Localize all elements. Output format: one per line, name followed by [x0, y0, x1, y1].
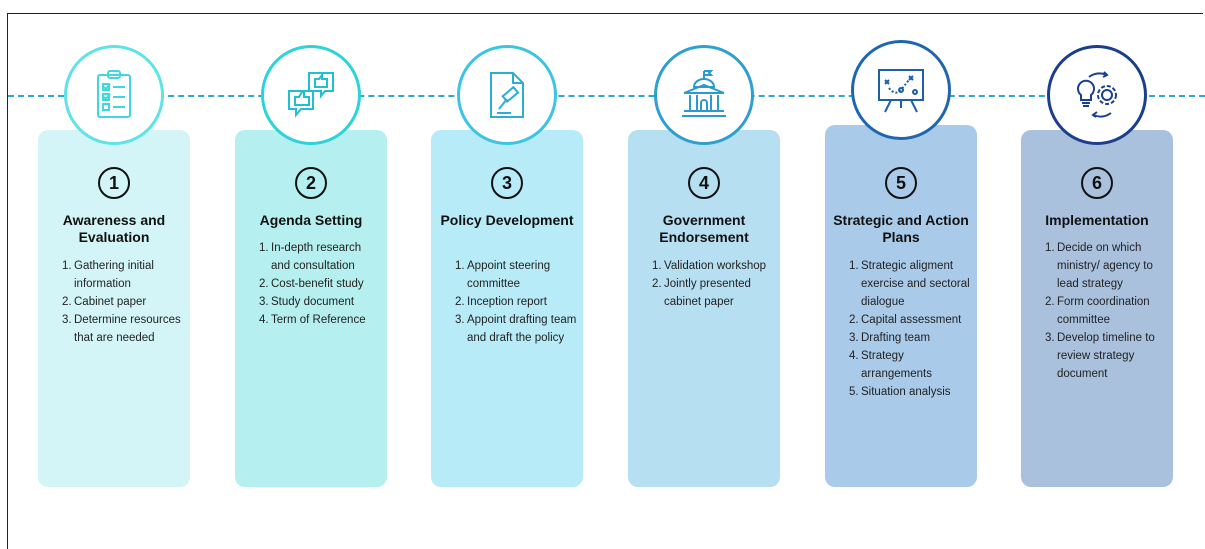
step-number: 6 — [1081, 167, 1113, 199]
strategy-board-icon — [878, 69, 924, 113]
step-items: 1.Decide on which ministry/ agency to le… — [1045, 239, 1167, 383]
step-icon-circle — [457, 45, 557, 145]
list-item: 1.Strategic aligment exercise and sector… — [849, 260, 970, 308]
step-title: Implementation — [1045, 212, 1149, 228]
document-gavel-icon — [490, 72, 524, 118]
step-items: 1.Appoint steering committee 2.Inception… — [455, 257, 577, 347]
list-item: 3.Drafting team — [849, 332, 931, 344]
diagram-frame — [7, 13, 1203, 549]
step-icon-circle — [851, 40, 951, 140]
feedback-thumbs-icon — [288, 72, 334, 118]
step-number: 1 — [98, 167, 130, 199]
list-item: 1.Appoint steering committee — [455, 260, 551, 290]
list-item: 3.Study document — [259, 296, 355, 308]
list-item: 3.Develop timeline to review strategy do… — [1045, 332, 1155, 380]
list-item: 2.Capital assessment — [849, 314, 962, 326]
step-title: Policy Development — [440, 212, 574, 228]
step-icon-circle — [64, 45, 164, 145]
list-item: 2.Inception report — [455, 296, 547, 308]
list-item: 4.Strategy arrangements — [849, 350, 932, 380]
government-building-icon — [682, 70, 726, 117]
dashed-timeline — [8, 95, 1205, 97]
list-item: 3.Determine resources that are needed — [62, 314, 181, 344]
list-item: 2.Jointly presented cabinet paper — [652, 278, 751, 308]
step-number: 3 — [491, 167, 523, 199]
step-icon-circle — [654, 45, 754, 145]
list-item: 1.Decide on which ministry/ agency to le… — [1045, 242, 1153, 290]
step-number: 2 — [295, 167, 327, 199]
list-item: 2.Cost-benefit study — [259, 278, 364, 290]
list-item: 5.Situation analysis — [849, 386, 951, 398]
list-item: 3.Appoint drafting team and draft the po… — [455, 314, 577, 344]
step-icon-circle — [1047, 45, 1147, 145]
list-item: 2.Cabinet paper — [62, 296, 147, 308]
step-title: Agenda Setting — [259, 212, 363, 228]
list-item: 1.In-depth research and consultation — [259, 242, 362, 272]
list-item: 1.Gathering initial information — [62, 260, 154, 290]
list-item: 2.Form coordination committee — [1045, 296, 1150, 326]
step-icon-circle — [261, 45, 361, 145]
list-item: 4.Term of Reference — [259, 314, 366, 326]
step-items: 1.Validation workshop 2.Jointly presente… — [652, 257, 774, 311]
step-title: Government Endorsement — [659, 212, 749, 245]
step-number: 5 — [885, 167, 917, 199]
clipboard-checklist-icon — [97, 70, 131, 118]
idea-gear-cycle-icon — [1077, 71, 1117, 118]
step-title: Strategic and Action Plans — [833, 212, 969, 245]
step-number: 4 — [688, 167, 720, 199]
step-items: 1.Strategic aligment exercise and sector… — [849, 257, 971, 401]
step-title: Awareness and Evaluation — [62, 212, 166, 245]
step-items: 1.Gathering initial information 2.Cabine… — [62, 257, 182, 347]
step-items: 1.In-depth research and consultation 2.C… — [259, 239, 381, 329]
list-item: 1.Validation workshop — [652, 260, 767, 272]
